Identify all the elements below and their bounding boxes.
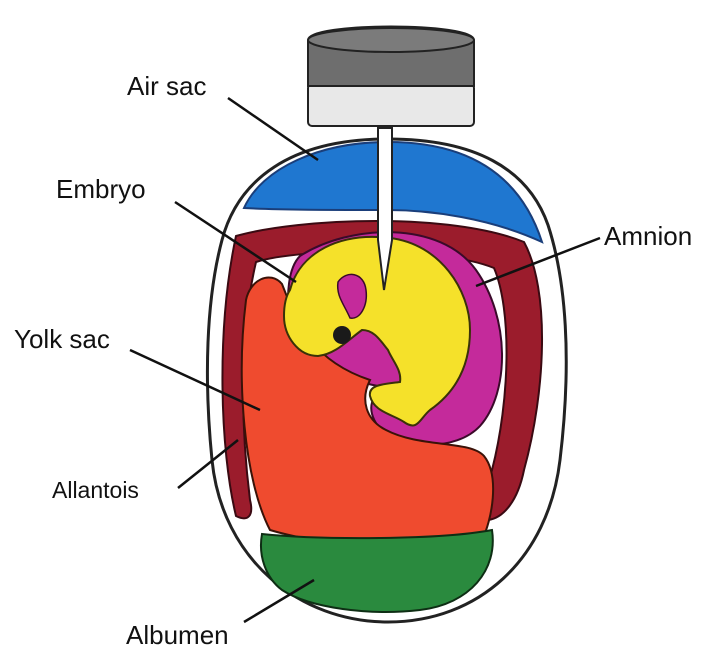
label-yolk-sac: Yolk sac (14, 326, 110, 352)
label-embryo: Embryo (56, 176, 146, 202)
embryo-eye (333, 326, 351, 344)
label-amnion: Amnion (604, 223, 692, 249)
syringe-cap (308, 28, 474, 52)
label-albumen: Albumen (126, 622, 229, 648)
label-air-sac: Air sac (127, 73, 206, 99)
label-allantois: Allantois (52, 479, 139, 502)
syringe-body-light (308, 84, 474, 126)
leader-air-sac (228, 98, 318, 160)
